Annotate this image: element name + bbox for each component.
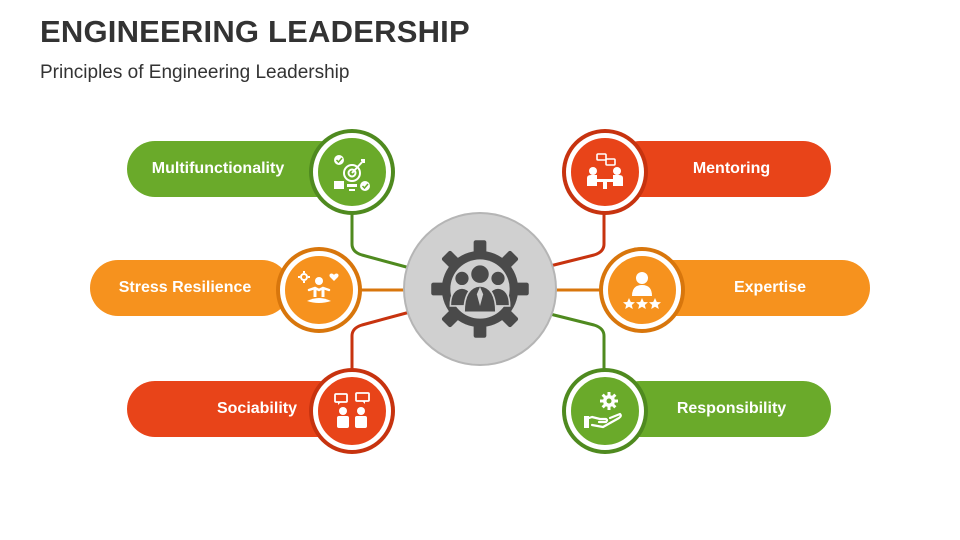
- item-label: Mentoring: [692, 160, 771, 177]
- item-label: Stress Resilience: [118, 279, 252, 296]
- item-sociability: Sociability: [127, 381, 347, 437]
- leadership-gear-team-icon: [431, 240, 529, 338]
- item-mentoring: Mentoring: [612, 141, 831, 197]
- item-responsibility: Responsibility: [612, 381, 831, 437]
- conversation-icon: [334, 392, 370, 428]
- hand-gear-icon: [584, 392, 622, 429]
- expert-rating-icon-badge: [603, 251, 681, 329]
- connector-mentoring: [549, 208, 606, 268]
- item-label: Responsibility: [676, 400, 787, 417]
- connector-multifunctionality: [350, 208, 411, 270]
- item-multifunctionality: Multifunctionality: [127, 141, 347, 197]
- target-workflow-icon: [334, 155, 370, 191]
- connector-responsibility: [549, 312, 606, 370]
- item-label: Sociability: [216, 400, 297, 417]
- mentoring-meeting-icon: [587, 153, 623, 189]
- item-label: Expertise: [733, 279, 807, 296]
- item-label: Multifunctionality: [151, 160, 285, 177]
- center-hub: [403, 212, 557, 366]
- meditation-icon-badge: [280, 251, 358, 329]
- page-title: ENGINEERING LEADERSHIP: [40, 14, 470, 49]
- item-stress-resilience: Stress Resilience: [90, 260, 290, 316]
- expert-rating-icon: [623, 272, 661, 309]
- target-workflow-icon-badge: [313, 133, 391, 211]
- page-subtitle: Principles of Engineering Leadership: [40, 62, 350, 83]
- mentoring-meeting-icon-badge: [566, 133, 644, 211]
- hand-gear-icon-badge: [566, 372, 644, 450]
- connector-sociability: [350, 310, 411, 370]
- conversation-icon-badge: [313, 372, 391, 450]
- meditation-icon: [298, 271, 339, 303]
